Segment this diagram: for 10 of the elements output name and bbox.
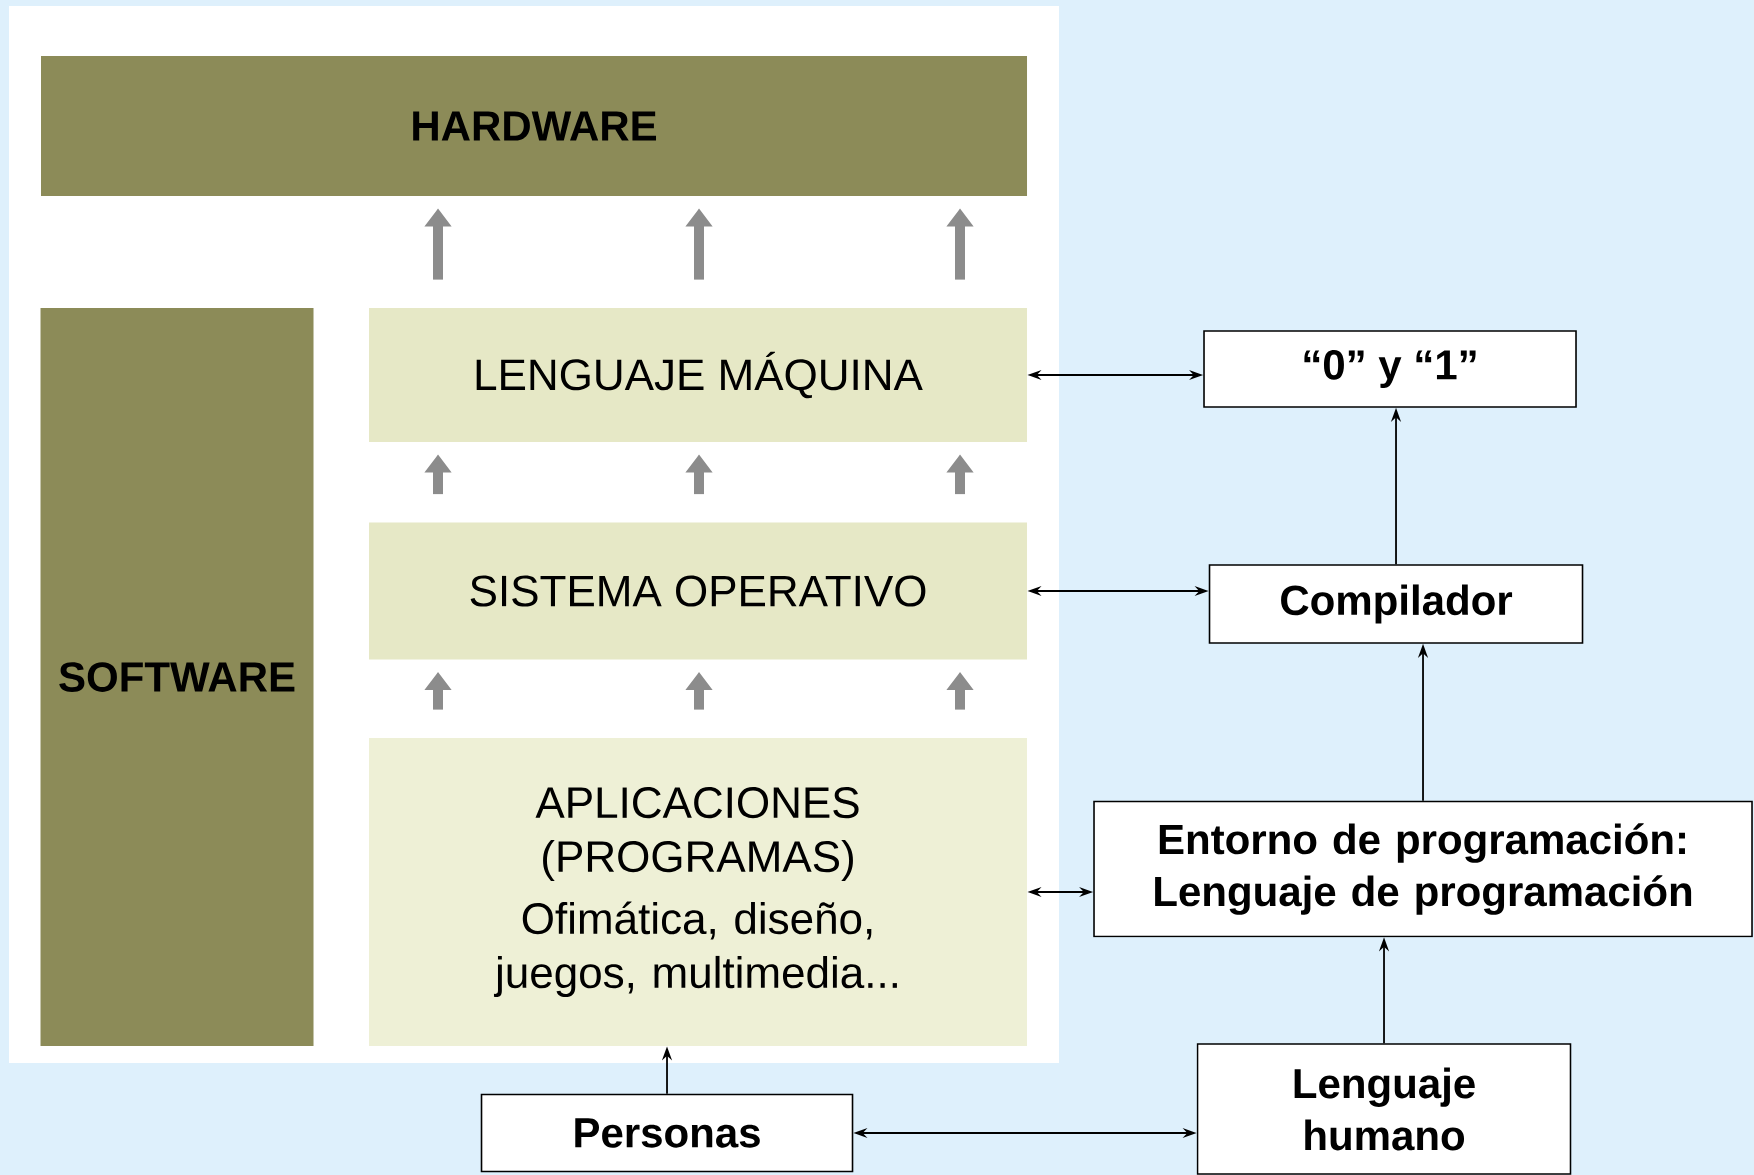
- hardware-band: HARDWARE: [41, 56, 1027, 196]
- process-box: Personas: [480, 1093, 854, 1173]
- layer-band: SISTEMA OPERATIVO: [369, 522, 1027, 660]
- process-box: Compilador: [1208, 564, 1584, 644]
- layer-band: LENGUAJE MÁQUINA: [369, 308, 1027, 442]
- result-box: “0” y “1”: [1203, 330, 1577, 408]
- process-box: Entorno de programación: Lenguaje de programación: [1093, 800, 1753, 938]
- software-band: SOFTWARE: [40, 308, 314, 1046]
- layer-band: APLICACIONES (PROGRAMAS) Ofimática, diseño, juegos, multimedia...: [369, 738, 1027, 1046]
- process-box: Lenguaje humano: [1196, 1043, 1572, 1175]
